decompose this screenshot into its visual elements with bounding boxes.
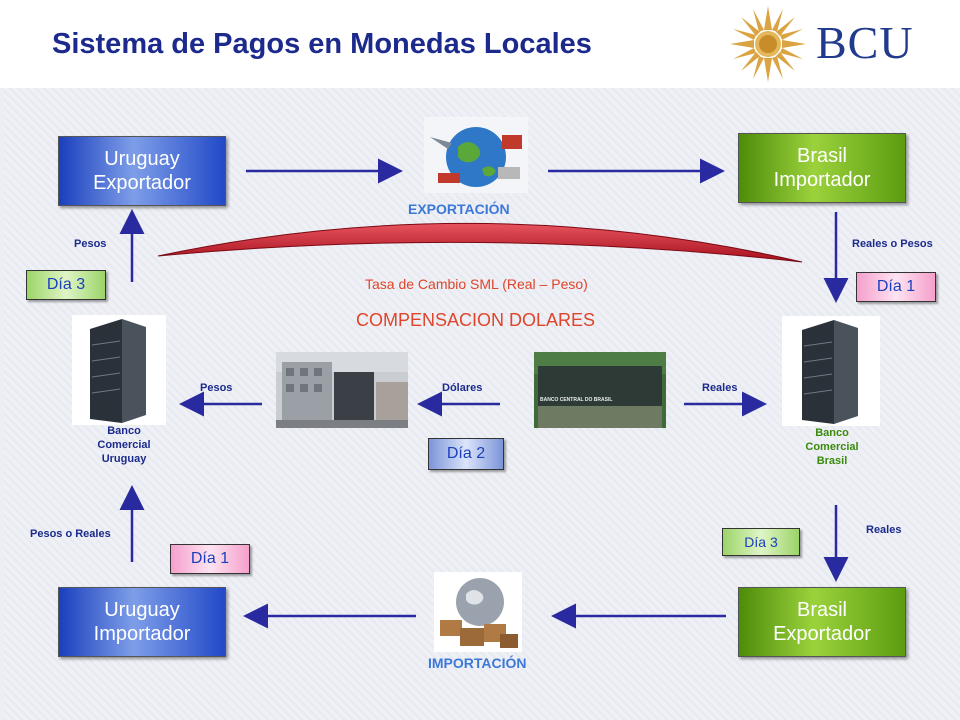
label-dolares: Dólares <box>442 382 483 394</box>
badge-dia3-right: Día 3 <box>722 528 800 556</box>
header: Sistema de Pagos en Monedas Locales <box>0 0 960 88</box>
badge-dia1-left: Día 1 <box>170 544 250 574</box>
label-pesos-mid: Pesos <box>200 382 233 394</box>
caption-importacion: IMPORTACIÓN <box>428 655 527 671</box>
box-brasil-importador: Brasil Importador <box>738 133 906 203</box>
caption-tasa-cambio: Tasa de Cambio SML (Real – Peso) <box>365 276 588 292</box>
label-pesos-top: Pesos <box>74 238 107 250</box>
box-uruguay-importador: Uruguay Importador <box>58 587 226 657</box>
box-uruguay-exportador: Uruguay Exportador <box>58 136 226 206</box>
globe-boxes-icon <box>434 572 522 652</box>
caption-exportacion: EXPORTACIÓN <box>408 201 510 217</box>
bcu-logo <box>710 0 960 88</box>
bcb-building-photo: BANCO CENTRAL DO BRASIL <box>534 352 666 428</box>
badge-dia1-right: Día 1 <box>856 272 936 302</box>
bcu-building-photo <box>276 352 408 428</box>
badge-dia2-center: Día 2 <box>428 438 504 470</box>
label-reales-o-pesos: Reales o Pesos <box>852 238 933 250</box>
office-tower-icon <box>72 315 166 425</box>
label-pesos-o-reales: Pesos o Reales <box>30 528 111 540</box>
office-tower-icon <box>782 316 880 426</box>
exchange-arc <box>157 222 803 263</box>
badge-dia3-left: Día 3 <box>26 270 106 300</box>
globe-transport-icon <box>424 117 528 193</box>
caption-compensacion: COMPENSACION DOLARES <box>356 310 596 330</box>
label-reales-bottom: Reales <box>866 524 902 536</box>
logo-text: BCU <box>816 17 914 68</box>
label-banco-brasil: Banco Comercial Brasil <box>805 427 859 467</box>
label-banco-uruguay: Banco Comercial Uruguay <box>97 425 151 465</box>
label-reales-mid: Reales <box>702 382 738 394</box>
box-brasil-exportador: Brasil Exportador <box>738 587 906 657</box>
sun-emblem-icon <box>730 6 806 82</box>
page-title: Sistema de Pagos en Monedas Locales <box>52 28 592 60</box>
bcb-sign: BANCO CENTRAL DO BRASIL <box>540 397 613 403</box>
